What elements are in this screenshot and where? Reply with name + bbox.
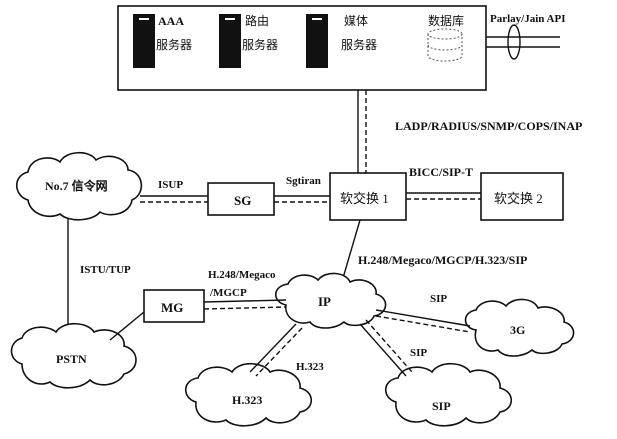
pstn-label: PSTN [56,352,87,366]
link-ip-h323 [249,323,297,373]
softswitch2-label: 软交换 2 [494,191,543,206]
softswitch2-box [480,172,564,221]
h248-label-a: H.248/Megaco [208,269,276,281]
sgtiran-label: Sgtiran [286,175,321,187]
bicc-label: BICC/SIP-T [409,165,473,179]
api-label: Parlay/Jain API [490,13,565,25]
aaa-server-icon [133,14,155,68]
link-mg-ip [203,299,287,303]
isup-label: ISUP [158,179,183,191]
aaa-server: AAA 服务器 [133,14,192,68]
link-ip-3g [375,309,471,327]
3g-cloud [464,298,575,357]
ip-label: IP [318,294,331,309]
mg-label: MG [161,300,183,315]
h323-proto-label: H.323 [296,361,324,373]
database-label: 数据库 [428,13,464,28]
aaa-server-label-2: 服务器 [156,37,192,52]
media-server-label-1: 媒体 [344,14,368,28]
media-server-label-2: 服务器 [341,37,377,52]
h248-long-label: H.248/Megaco/MGCP/H.323/SIP [358,253,527,267]
api-connector: Parlay/Jain API [486,13,565,60]
media-server: 媒体 服务器 [306,14,377,68]
sip-cloud-label: SIP [410,347,427,359]
sip-cloud [384,362,513,427]
database-icon [427,28,463,62]
sg-label: SG [234,193,251,208]
server-cluster-box [117,5,487,91]
link-softswitch1-ip [342,219,361,279]
h323-net-label: H.323 [232,393,262,407]
sip-net-label: SIP [432,399,451,413]
route-server: 路由 服务器 [219,13,278,68]
h248-label-b: /MGCP [209,287,247,299]
ip-cloud [274,272,387,329]
media-server-icon [306,14,328,68]
3g-label: 3G [510,323,525,337]
no7-cloud [15,151,143,221]
mg-box [143,289,205,323]
link-ip-sip [359,323,407,377]
no7-label: No.7 信令网 [45,178,108,193]
pstn-cloud [10,322,137,389]
h323-cloud [184,362,313,427]
route-server-label-1: 路由 [245,13,269,28]
aaa-server-label-1: AAA [158,14,184,28]
database: 数据库 [427,13,464,62]
link-pstn-mg [109,311,145,341]
softswitch1-box [329,172,407,221]
route-server-icon [219,14,241,68]
route-server-label-2: 服务器 [242,37,278,52]
softswitch1-label: 软交换 1 [340,191,389,206]
protocol-top-label: LADP/RADIUS/SNMP/COPS/INAP [395,119,582,133]
istu-label: ISTU/TUP [80,264,131,276]
sip-3g-label: SIP [430,293,447,305]
sg-box [207,182,275,216]
